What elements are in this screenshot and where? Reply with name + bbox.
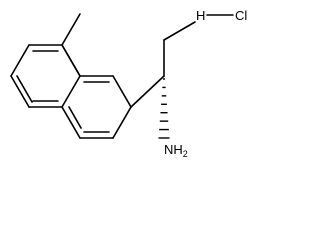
ring-bond bbox=[112, 106, 132, 139]
amine-nh-text: NH bbox=[164, 142, 183, 157]
hashed-wedge-bond bbox=[158, 78, 170, 139]
ring-bond bbox=[61, 75, 81, 108]
ring-bond bbox=[61, 44, 81, 77]
chlorine-label: Cl bbox=[235, 8, 247, 23]
ring-bond bbox=[10, 75, 30, 108]
double-bond-inner bbox=[16, 75, 33, 103]
propyl-side-chain bbox=[130, 21, 196, 108]
double-bond-inner bbox=[68, 106, 82, 129]
ch2-to-ch3-bond bbox=[163, 21, 196, 41]
ring-to-stereocenter-bond bbox=[130, 75, 165, 108]
hydrochloride-salt: H Cl bbox=[196, 8, 247, 23]
molecule-structure: H Cl NH2 bbox=[10, 8, 247, 158]
ring-bond bbox=[61, 13, 81, 46]
amine-label: NH2 bbox=[164, 142, 188, 158]
ring-bond bbox=[61, 106, 81, 139]
naphthalene-ring bbox=[10, 13, 132, 139]
ring-bond bbox=[112, 75, 132, 108]
ring-bond bbox=[10, 44, 30, 77]
hydrogen-label: H bbox=[196, 8, 205, 23]
amine-subscript-text: 2 bbox=[183, 149, 188, 158]
